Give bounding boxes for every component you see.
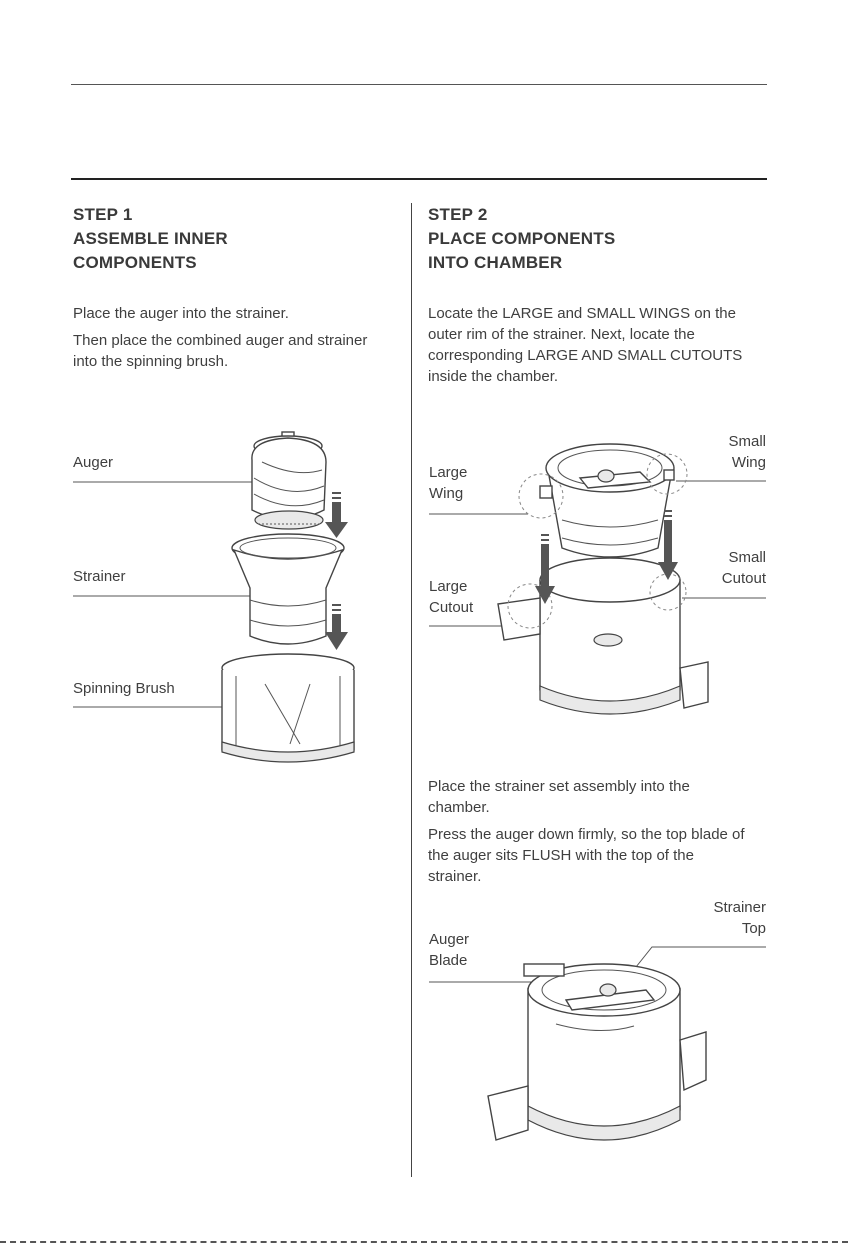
- step2-heading: STEP 2 PLACE COMPONENTS INTO CHAMBER: [428, 203, 615, 275]
- step1-heading: STEP 1 ASSEMBLE INNER COMPONENTS: [73, 203, 228, 275]
- section-rule: [71, 178, 767, 180]
- step1-title-line: ASSEMBLE INNER: [73, 229, 228, 248]
- label-line: Top: [741, 920, 766, 937]
- step2-title-line: PLACE COMPONENTS: [428, 229, 616, 248]
- page-bottom-border: [0, 1241, 848, 1243]
- label-line: Small: [728, 549, 766, 566]
- assembled-chamber-illustration: [487, 963, 707, 1141]
- strainer-top-label: Strainer Top: [713, 897, 766, 939]
- down-arrow-icon: [658, 510, 678, 580]
- auger-blade-label: Auger Blade: [429, 929, 469, 971]
- step2-paragraph: Press the auger down firmly, so the top …: [428, 826, 745, 885]
- step1-paragraph: Place the auger into the strainer.: [73, 305, 289, 322]
- step2-title-line: INTO CHAMBER: [428, 253, 563, 272]
- column-divider: [411, 203, 412, 1177]
- small-wing-highlight: [646, 453, 688, 495]
- strainer-set-illustration: [539, 443, 675, 558]
- auger-illustration: [251, 431, 327, 530]
- large-wing-highlight: [518, 473, 564, 519]
- strainer-illustration: [231, 533, 345, 645]
- down-arrow-icon: [325, 604, 348, 650]
- step2-title-line: STEP 2: [428, 205, 488, 224]
- large-wing-label: Large Wing: [429, 462, 467, 504]
- step1-paragraph: Then place the combined auger and strain…: [73, 332, 368, 370]
- step2-paragraph: Place the strainer set assembly into the…: [428, 778, 690, 816]
- label-line: Wing: [429, 485, 464, 502]
- label-line: Wing: [731, 454, 766, 471]
- strainer-label: Strainer: [73, 568, 126, 585]
- spinning-brush-label: Spinning Brush: [73, 680, 175, 697]
- step1-title-line: STEP 1: [73, 205, 133, 224]
- spinning-brush-illustration: [221, 653, 355, 763]
- small-wing-label: Small Wing: [728, 431, 766, 473]
- large-cutout-label: Large Cutout: [429, 576, 473, 618]
- label-line: Auger: [429, 931, 470, 948]
- step2-paragraph: Locate the LARGE and SMALL WINGS on the …: [428, 305, 743, 385]
- small-cutout-label: Small Cutout: [722, 547, 766, 589]
- auger-label: Auger: [73, 454, 114, 471]
- label-line: Large: [429, 464, 468, 481]
- large-cutout-highlight: [507, 583, 553, 629]
- label-line: Small: [728, 433, 766, 450]
- down-arrow-icon: [325, 492, 348, 538]
- top-rule: [71, 84, 767, 85]
- label-line: Large: [429, 578, 468, 595]
- chamber-illustration: [497, 557, 709, 715]
- label-line: Cutout: [721, 570, 766, 587]
- label-line: Cutout: [429, 599, 474, 616]
- down-arrow-icon: [535, 534, 555, 604]
- label-line: Strainer: [713, 899, 766, 916]
- step1-title-line: COMPONENTS: [73, 253, 197, 272]
- label-line: Blade: [429, 952, 468, 969]
